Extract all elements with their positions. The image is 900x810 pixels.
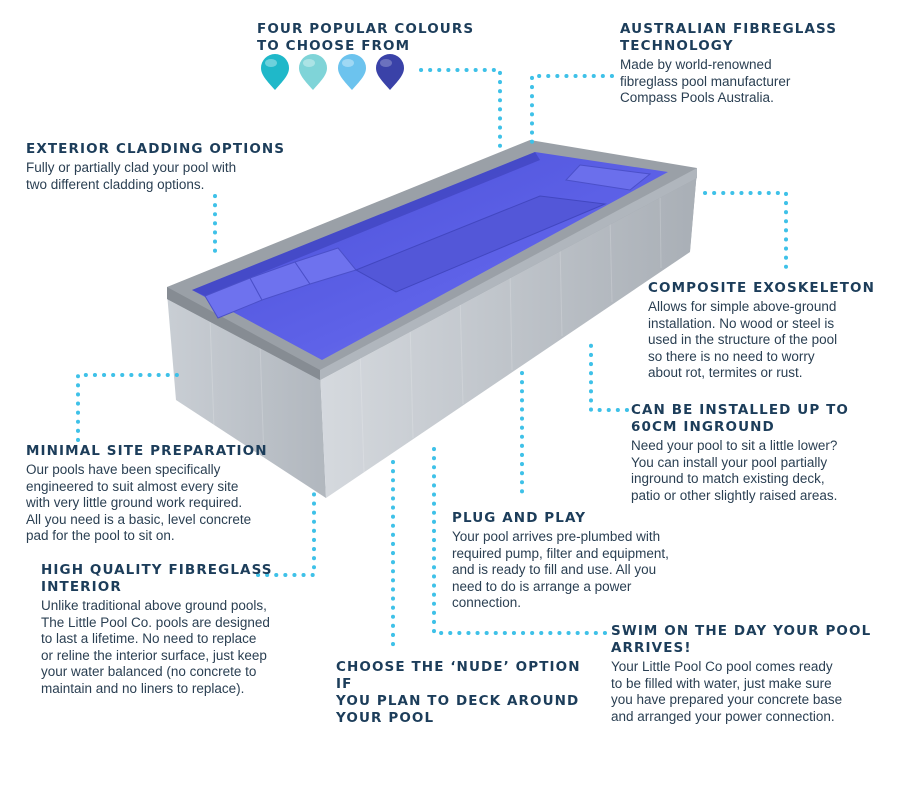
callout-exoskeleton-text: Allows for simple above-ground installat… bbox=[648, 299, 838, 381]
callout-colours-title: FOUR POPULAR COLOURS TO CHOOSE FROM bbox=[257, 21, 475, 54]
leader-exoskeleton bbox=[703, 191, 788, 276]
callout-colours: FOUR POPULAR COLOURS TO CHOOSE FROM bbox=[257, 21, 477, 57]
callout-exoskeleton-title: COMPOSITE EXOSKELETON bbox=[648, 280, 876, 296]
callout-interior-title: HIGH QUALITY FIBREGLASS INTERIOR bbox=[41, 562, 273, 595]
callout-cladding: EXTERIOR CLADDING OPTIONS Fully or parti… bbox=[26, 141, 306, 193]
callout-plug-play-title: PLUG AND PLAY bbox=[452, 510, 587, 526]
leader-lines bbox=[76, 68, 788, 650]
callout-swim-day: SWIM ON THE DAY YOUR POOL ARRIVES! Your … bbox=[611, 623, 891, 725]
callout-inground-text: Need your pool to sit a little lower? Yo… bbox=[631, 438, 838, 503]
callout-interior: HIGH QUALITY FIBREGLASS INTERIOR Unlike … bbox=[41, 562, 311, 698]
callout-cladding-text: Fully or partially clad your pool with t… bbox=[26, 160, 237, 192]
leader-interior bbox=[256, 490, 316, 577]
pool-end-wall bbox=[167, 293, 326, 498]
callout-exoskeleton: COMPOSITE EXOSKELETON Allows for simple … bbox=[648, 280, 888, 382]
colour-swatches bbox=[258, 54, 418, 94]
callout-fibreglass-tech: AUSTRALIAN FIBREGLASS TECHNOLOGY Made by… bbox=[620, 21, 870, 107]
callout-site-prep-text: Our pools have been specifically enginee… bbox=[26, 462, 252, 544]
callout-cladding-title: EXTERIOR CLADDING OPTIONS bbox=[26, 141, 286, 157]
callout-fibreglass-tech-title: AUSTRALIAN FIBREGLASS TECHNOLOGY bbox=[620, 21, 838, 54]
callout-nude-title: CHOOSE THE ‘NUDE’ OPTION IF YOU PLAN TO … bbox=[336, 659, 581, 726]
callout-inground: CAN BE INSTALLED UP TO 60CM INGROUND Nee… bbox=[631, 402, 891, 504]
cladding-texture bbox=[209, 189, 662, 473]
swatch-royal-blue[interactable] bbox=[376, 54, 404, 90]
callout-swim-day-text: Your Little Pool Co pool comes ready to … bbox=[611, 659, 843, 724]
pool-body bbox=[167, 140, 697, 498]
leader-fibreglass-tech bbox=[530, 74, 614, 152]
leader-site-prep bbox=[76, 373, 180, 442]
pool-bench bbox=[354, 195, 607, 293]
swatch-turquoise[interactable] bbox=[261, 54, 289, 90]
callout-plug-play: PLUG AND PLAY Your pool arrives pre-plum… bbox=[452, 510, 712, 612]
callout-interior-text: Unlike traditional above ground pools, T… bbox=[41, 598, 270, 696]
swatch-light-blue[interactable] bbox=[338, 54, 366, 90]
leader-swim-day bbox=[432, 438, 607, 635]
pool-front-wall bbox=[320, 170, 697, 498]
callout-site-prep-title: MINIMAL SITE PREPARATION bbox=[26, 443, 268, 459]
leader-inground bbox=[589, 336, 629, 412]
callout-site-prep: MINIMAL SITE PREPARATION Our pools have … bbox=[26, 443, 286, 545]
callout-fibreglass-tech-text: Made by world-renowned fibreglass pool m… bbox=[620, 57, 791, 106]
swatch-pale-aqua[interactable] bbox=[299, 54, 327, 90]
leader-colours bbox=[419, 68, 502, 152]
callout-plug-play-text: Your pool arrives pre-plumbed with requi… bbox=[452, 529, 669, 611]
callout-inground-title: CAN BE INSTALLED UP TO 60CM INGROUND bbox=[631, 402, 849, 435]
callout-nude: CHOOSE THE ‘NUDE’ OPTION IF YOU PLAN TO … bbox=[336, 659, 596, 729]
callout-swim-day-title: SWIM ON THE DAY YOUR POOL ARRIVES! bbox=[611, 623, 872, 656]
